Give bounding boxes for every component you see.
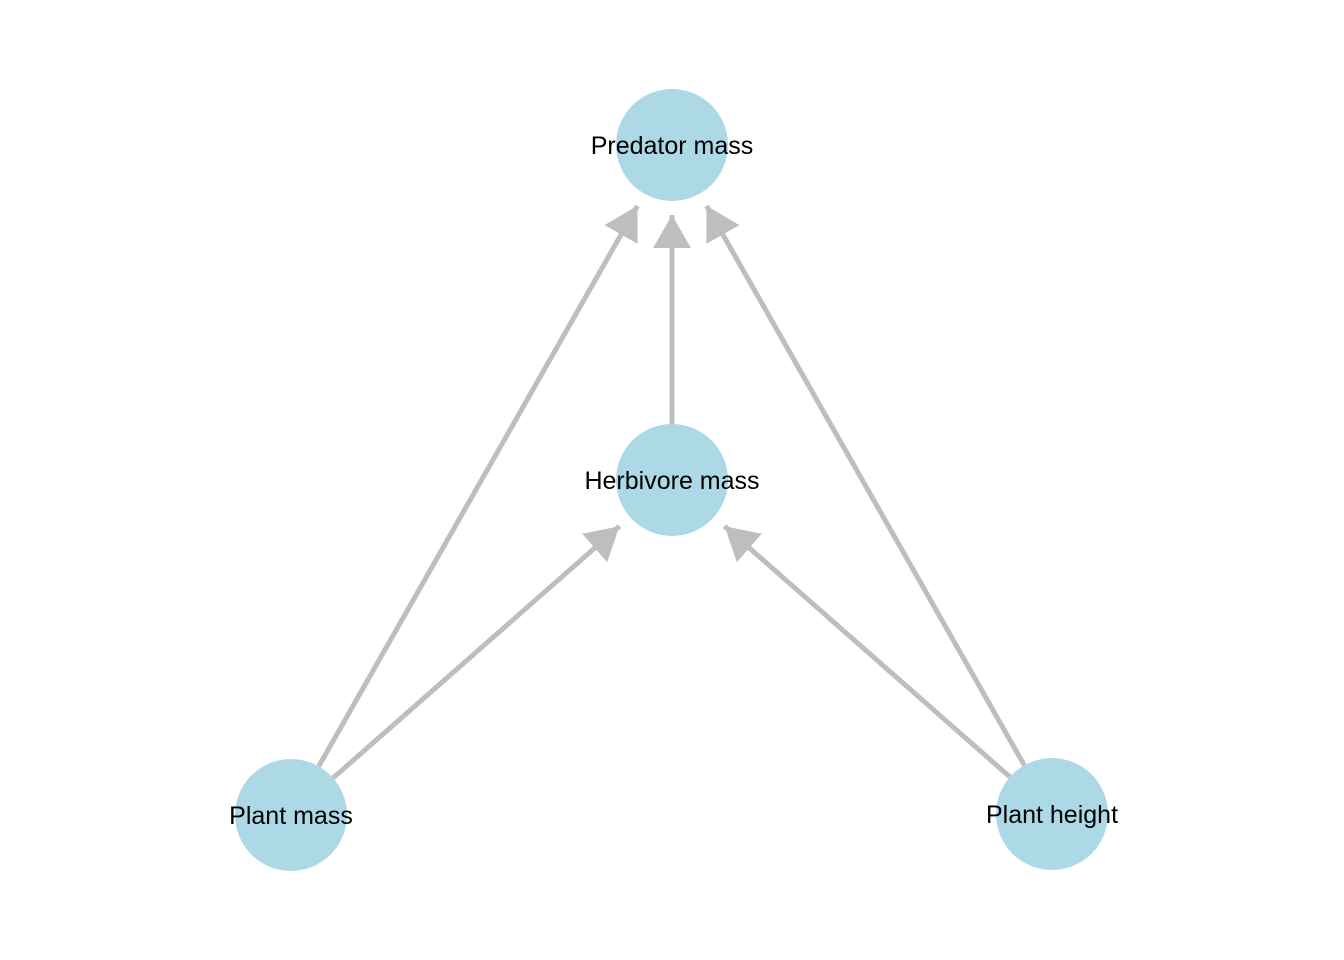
node-circle-plant-height (996, 758, 1108, 870)
edges-layer (316, 204, 1027, 780)
node-label-plant-mass: Plant mass (229, 802, 353, 830)
node-label-plant-height: Plant height (986, 801, 1118, 829)
edge-plant_mass-to-predator_mass (316, 204, 640, 768)
node-predator-mass: Predator mass (591, 89, 754, 201)
edge-plant_height-to-herbivore_mass (722, 524, 1012, 779)
node-herbivore-mass: Herbivore mass (584, 424, 760, 536)
node-label-herbivore-mass: Herbivore mass (584, 467, 759, 495)
node-plant-mass: Plant mass (229, 759, 353, 871)
node-circle-plant-mass (235, 759, 347, 871)
node-circle-predator-mass (616, 89, 728, 201)
node-plant-height: Plant height (986, 758, 1118, 870)
edge-plant_mass-to-herbivore_mass (331, 524, 622, 780)
node-circle-herbivore-mass (616, 424, 728, 536)
edge-plant_height-to-predator_mass (704, 204, 1027, 767)
node-label-predator-mass: Predator mass (591, 132, 754, 160)
